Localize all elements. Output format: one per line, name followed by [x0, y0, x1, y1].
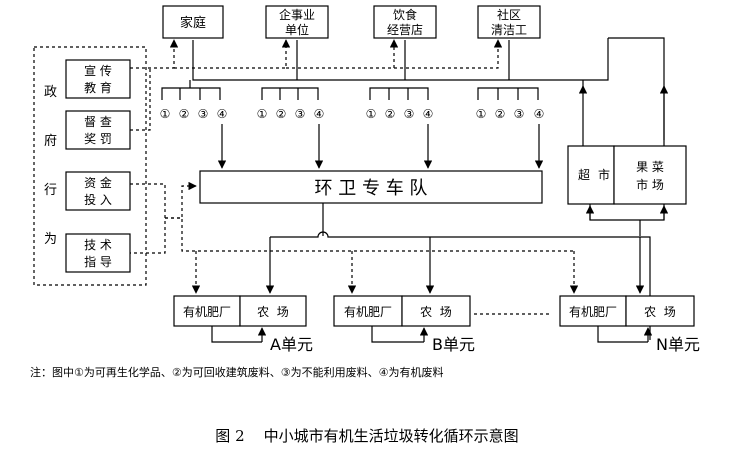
- source-box-enterprise: 企事业 单位: [265, 5, 329, 39]
- circle-num-2c: ②: [385, 107, 396, 121]
- circle-num-4b: ④: [314, 107, 325, 121]
- source-box-restaurant: 饮食 经营店: [373, 5, 437, 39]
- unit-a-farm: 农 场: [257, 305, 289, 319]
- circle-num-4c: ④: [423, 107, 434, 121]
- unit-n-farm: 农 场: [644, 305, 676, 319]
- unit-b: 有机肥厂 农 场 B单元: [333, 295, 475, 354]
- unit-b-farm: 农 场: [420, 305, 452, 319]
- source-label-enterprise-1: 企事业: [279, 7, 315, 22]
- legend-note: 注：图中①为可再生化学品、②为可回收建筑废料、③为不能利用废料、④为有机废料: [30, 365, 443, 379]
- source-label-restaurant-1: 饮食: [393, 7, 417, 22]
- gov-item-technical-2: 指 导: [84, 254, 112, 269]
- unit-a-label: A单元: [270, 335, 313, 354]
- circle-num-4d: ④: [534, 107, 545, 121]
- market-group: 超 市 果 菜 市 场: [567, 145, 687, 205]
- unit-a-fertilizer: 有机肥厂: [183, 305, 231, 319]
- circle-num-4a: ④: [217, 107, 228, 121]
- organic-waste-arrows: [217, 124, 544, 169]
- gov-item-funding-2: 投 入: [84, 192, 112, 207]
- gov-item-propaganda-1: 宣 传: [84, 63, 112, 78]
- gov-item-technical-1: 技 术: [84, 238, 112, 252]
- team-to-units-lines: [265, 203, 645, 294]
- figure-caption: 图 2 中小城市有机生活垃圾转化循环示意图: [215, 427, 518, 445]
- circle-num-3a: ③: [198, 107, 209, 121]
- sanitation-team-box: 环 卫 专 车 队: [199, 170, 543, 204]
- unit-b-fertilizer: 有机肥厂: [344, 305, 392, 319]
- circled-numbers-group-3: ① ② ③ ④: [366, 87, 434, 121]
- circle-num-2a: ②: [179, 107, 190, 121]
- gov-item-supervision-1: 督 查: [84, 114, 112, 129]
- circled-numbers-group-4: ① ② ③ ④: [476, 87, 545, 121]
- gov-char-2: 府: [44, 134, 57, 149]
- source-label-restaurant-2: 经营店: [387, 23, 423, 37]
- government-group: 政 府 行 为 宣 传 教 育 督 查 奖 罚 资 金 投 入 技 术 指 导: [33, 46, 147, 286]
- gov-char-4: 为: [44, 232, 57, 247]
- gov-char-3: 行: [44, 183, 57, 198]
- circle-num-2b: ②: [276, 107, 287, 121]
- source-label-enterprise-2: 单位: [285, 22, 309, 37]
- circled-numbers-group-1: ① ② ③ ④: [160, 80, 228, 121]
- supermarket-label-1: 超: [578, 167, 590, 182]
- gov-item-supervision-2: 奖 罚: [84, 132, 112, 146]
- supermarket-label-2: 市: [598, 167, 610, 182]
- gov-to-sources-dashed: [130, 39, 579, 294]
- circle-num-1d: ①: [476, 107, 487, 121]
- circle-num-3c: ③: [404, 107, 415, 121]
- circle-num-1c: ①: [366, 107, 377, 121]
- gov-item-propaganda-2: 教 育: [84, 80, 112, 95]
- unit-n: 有机肥厂 农 场 N单元: [559, 295, 700, 354]
- source-label-household: 家庭: [180, 15, 206, 31]
- sanitation-team-label: 环 卫 专 车 队: [315, 178, 428, 199]
- source-box-household: 家庭: [162, 5, 224, 39]
- circle-num-2d: ②: [495, 107, 506, 121]
- circle-num-1a: ①: [160, 107, 171, 121]
- produce-market-label-1: 果 菜: [636, 160, 664, 174]
- source-label-cleaner-2: 清洁工: [491, 23, 527, 37]
- unit-a: 有机肥厂 农 场 A单元: [173, 295, 313, 354]
- source-label-cleaner-1: 社区: [497, 7, 521, 22]
- unit-b-label: B单元: [432, 335, 475, 354]
- produce-market-label-2: 市 场: [636, 177, 664, 192]
- circle-num-3b: ③: [295, 107, 306, 121]
- source-box-cleaner: 社区 清洁工: [477, 5, 541, 39]
- unit-n-fertilizer: 有机肥厂: [569, 305, 617, 319]
- circle-num-3d: ③: [514, 107, 525, 121]
- circled-numbers-group-2: ① ② ③ ④: [257, 87, 325, 121]
- circle-num-1b: ①: [257, 107, 268, 121]
- unit-n-label: N单元: [656, 335, 700, 354]
- gov-item-funding-1: 资 金: [84, 175, 112, 190]
- gov-char-1: 政: [44, 85, 57, 100]
